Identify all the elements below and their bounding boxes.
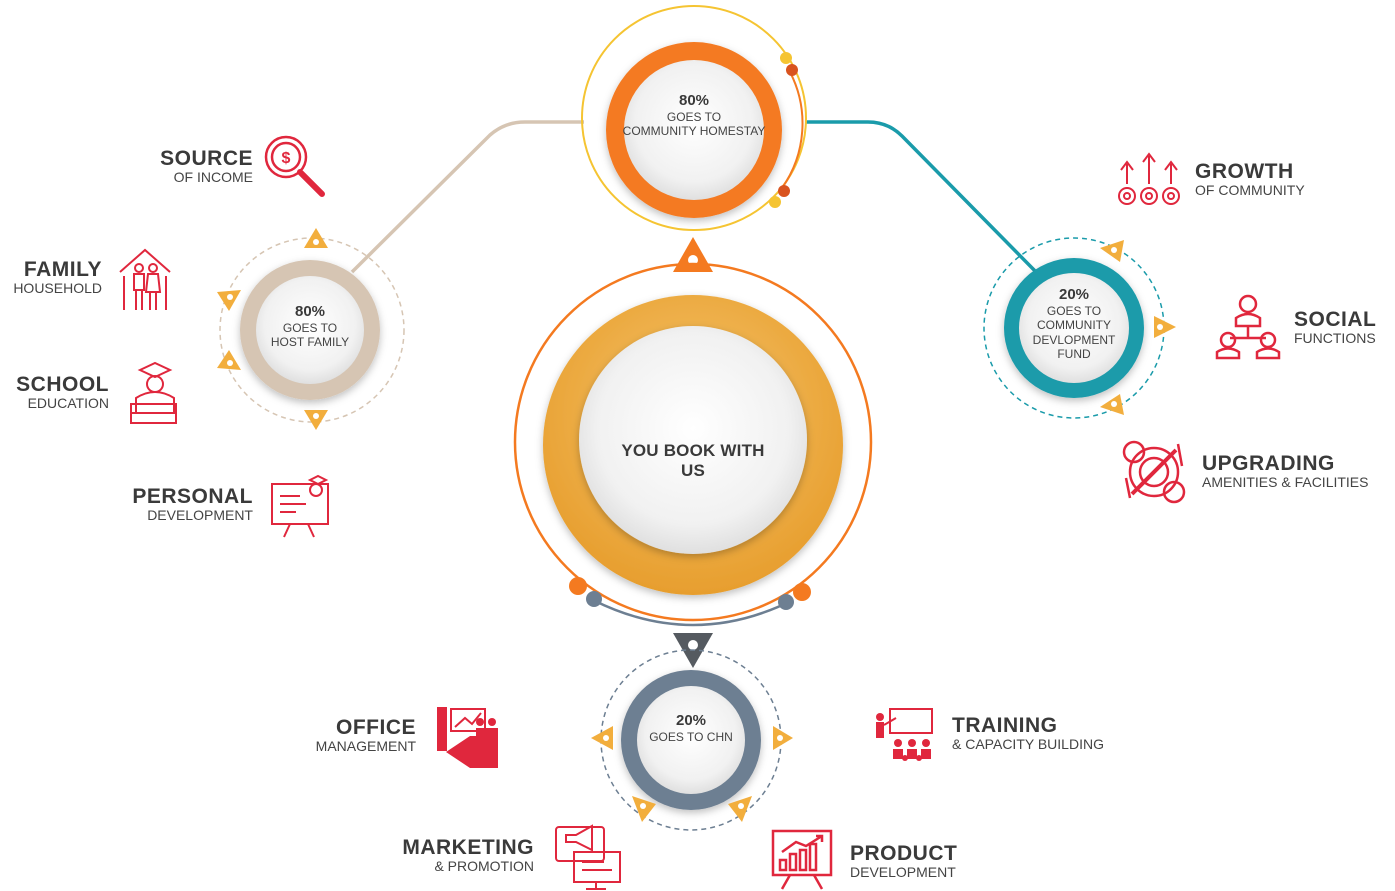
label-product: PRODUCT DEVELOPMENT <box>850 842 958 881</box>
label-upgrading: UPGRADING AMENITIES & FACILITIES <box>1202 452 1369 491</box>
label-personal: PERSONAL DEVELOPMENT <box>132 485 253 524</box>
host-family-percent: 80% <box>294 303 326 320</box>
label-marketing-title: MARKETING <box>402 836 534 859</box>
center-title: YOU BOOK WITH US <box>621 441 765 481</box>
node-chn <box>591 649 793 831</box>
training-class-icon <box>876 708 933 761</box>
label-source-title: SOURCE <box>160 147 253 170</box>
label-social: SOCIAL FUNCTIONS <box>1294 308 1377 347</box>
label-growth-sub: OF COMMUNITY <box>1195 182 1305 199</box>
label-upgrading-title: UPGRADING <box>1202 452 1335 475</box>
connector-left <box>350 120 584 274</box>
chn-text: 20% GOES TO CHN <box>631 712 751 744</box>
fund-line3: DEVLOPMENT <box>1032 332 1116 347</box>
label-family-sub: HOUSEHOLD <box>13 280 102 297</box>
label-school-title: SCHOOL <box>16 373 109 396</box>
center-text: YOU BOOK WITH US <box>613 441 773 482</box>
label-personal-sub: DEVELOPMENT <box>147 507 253 524</box>
label-school: SCHOOL EDUCATION <box>16 373 109 412</box>
label-office-title: OFFICE <box>336 716 416 739</box>
node-community-homestay <box>581 5 807 272</box>
label-social-title: SOCIAL <box>1294 308 1377 331</box>
label-office-sub: MANAGEMENT <box>315 738 416 755</box>
chn-percent: 20% <box>675 712 707 729</box>
fund-line4: FUND <box>1057 347 1091 362</box>
homestay-line1: GOES TO <box>666 110 722 124</box>
label-product-sub: DEVELOPMENT <box>850 864 956 881</box>
host-family-line1: GOES TO <box>282 321 338 335</box>
community-fund-text: 20% GOES TO COMMUNITY DEVLOPMENT FUND <box>1014 286 1134 362</box>
teacher-board-icon <box>271 474 329 538</box>
node-host-family <box>217 228 405 430</box>
megaphone-screen-icon <box>555 824 621 890</box>
label-family: FAMILY HOUSEHOLD <box>13 258 102 297</box>
homestay-text: 80% GOES TO COMMUNITY HOMESTAY <box>614 92 774 139</box>
label-source-sub: OF INCOME <box>173 169 253 186</box>
node-center <box>513 262 873 668</box>
label-marketing-sub: & PROMOTION <box>434 858 534 875</box>
graduate-books-icon <box>130 361 177 424</box>
connector-right <box>806 120 1042 278</box>
label-family-title: FAMILY <box>23 258 102 281</box>
host-family-text: 80% GOES TO HOST FAMILY <box>250 303 370 350</box>
host-family-line2: HOST FAMILY <box>270 335 350 350</box>
fund-percent: 20% <box>1058 286 1090 303</box>
label-source: SOURCE OF INCOME <box>160 147 253 186</box>
label-upgrading-sub: AMENITIES & FACILITIES <box>1202 474 1369 491</box>
label-training-title: TRAINING <box>952 714 1058 737</box>
gears-arrows-icon <box>1118 152 1180 205</box>
people-network-icon <box>1215 294 1281 360</box>
label-office: OFFICE MANAGEMENT <box>315 716 416 755</box>
gear-tools-icon <box>1122 440 1186 504</box>
label-training: TRAINING & CAPACITY BUILDING <box>952 714 1104 753</box>
label-growth: GROWTH OF COMMUNITY <box>1195 160 1305 199</box>
office-meeting-icon <box>437 707 498 768</box>
node-community-fund <box>983 237 1176 419</box>
money-search-icon: $ <box>264 135 325 197</box>
chn-line1: GOES TO CHN <box>649 730 733 744</box>
family-house-icon <box>119 248 171 310</box>
growth-chart-icon <box>771 829 833 890</box>
label-product-title: PRODUCT <box>850 842 958 865</box>
fund-line1: GOES TO <box>1046 304 1102 318</box>
homestay-line2: COMMUNITY HOMESTAY <box>622 124 766 139</box>
label-personal-title: PERSONAL <box>132 485 253 508</box>
label-social-sub: FUNCTIONS <box>1294 330 1376 347</box>
label-training-sub: & CAPACITY BUILDING <box>952 736 1104 753</box>
label-school-sub: EDUCATION <box>27 395 109 412</box>
label-growth-title: GROWTH <box>1195 160 1294 183</box>
svg-text:$: $ <box>282 150 291 167</box>
label-marketing: MARKETING & PROMOTION <box>402 836 534 875</box>
fund-line2: COMMUNITY <box>1037 318 1111 333</box>
homestay-percent: 80% <box>678 92 710 109</box>
